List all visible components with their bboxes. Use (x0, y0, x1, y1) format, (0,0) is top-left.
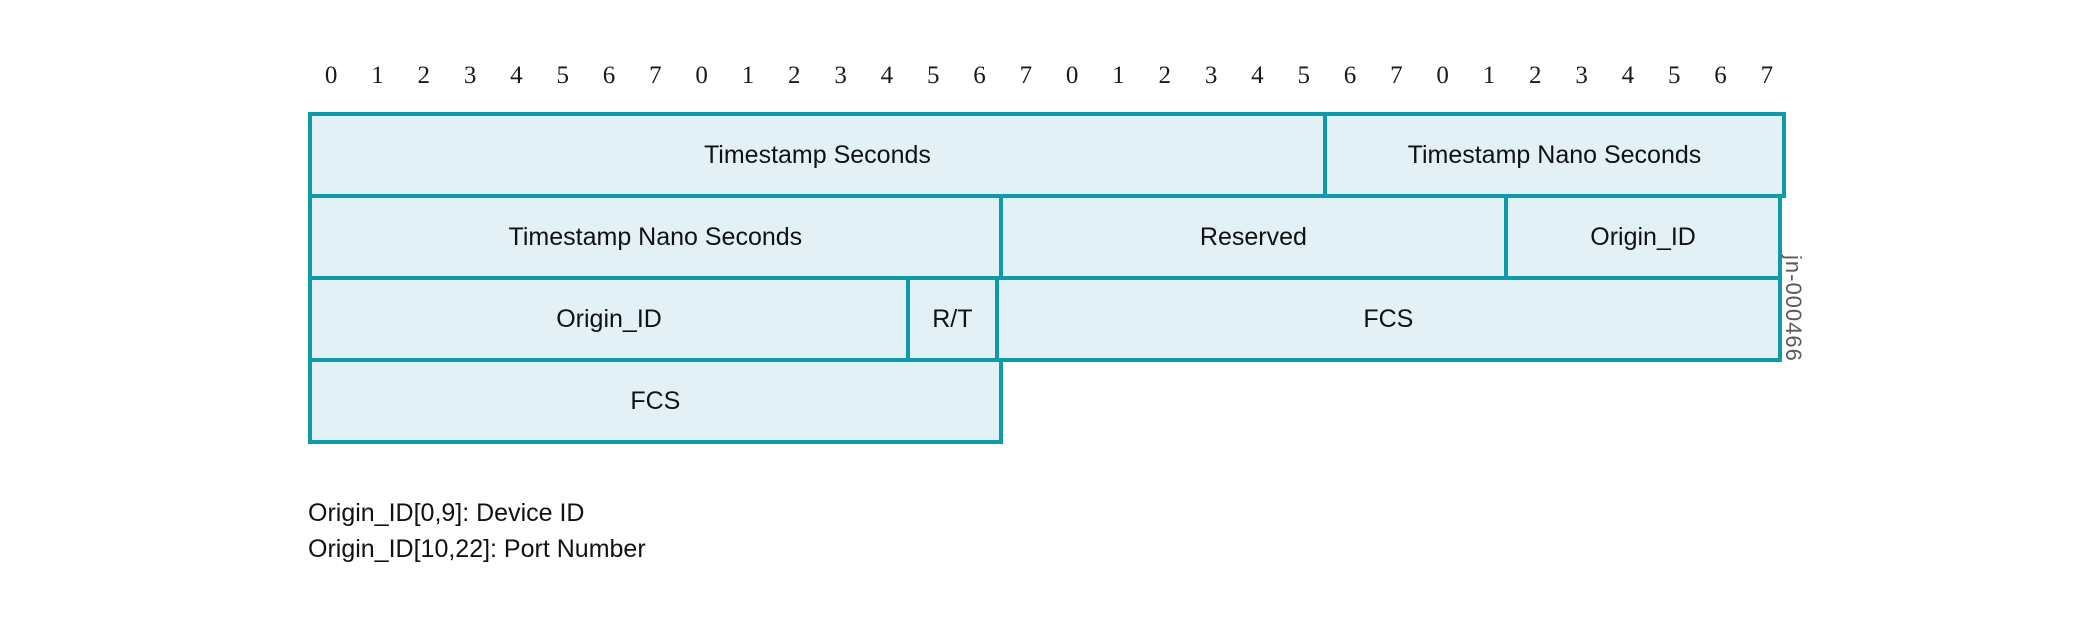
bit-tick-3: 3 (463, 62, 477, 89)
bit-tick-18: 2 (1158, 62, 1172, 89)
packet-field-fcs: FCS (308, 358, 1003, 444)
bit-tick-10: 2 (788, 62, 801, 89)
packet-field-timestamp-nano-seconds: Timestamp Nano Seconds (308, 194, 1003, 280)
packet-field-r-t: R/T (906, 276, 999, 362)
packet-field-spacer (999, 358, 1786, 444)
bit-tick-29: 5 (1667, 62, 1681, 89)
bit-tick-4: 4 (510, 62, 523, 89)
packet-field-timestamp-seconds: Timestamp Seconds (308, 112, 1327, 198)
bit-tick-7: 7 (649, 62, 662, 89)
bit-tick-31: 7 (1760, 62, 1774, 89)
bit-tick-19: 3 (1204, 62, 1218, 89)
bit-tick-2: 2 (417, 62, 431, 89)
caption-line-0: Origin_ID[0,9]: Device ID (308, 499, 585, 527)
bit-tick-0: 0 (324, 62, 338, 89)
bit-tick-13: 5 (926, 62, 940, 89)
bit-tick-14: 6 (973, 62, 986, 89)
packet-field-timestamp-nano-seconds: Timestamp Nano Seconds (1322, 112, 1786, 198)
bit-tick-15: 7 (1019, 62, 1033, 89)
bit-tick-25: 1 (1482, 62, 1496, 89)
bit-tick-20: 4 (1251, 62, 1264, 89)
bit-tick-11: 3 (834, 62, 847, 89)
bit-tick-12: 4 (880, 62, 894, 89)
row-4: FCS (308, 358, 1790, 444)
packet-field-reserved: Reserved (998, 194, 1509, 280)
bit-tick-17: 1 (1112, 62, 1125, 89)
bit-tick-24: 0 (1436, 62, 1449, 89)
bit-tick-6: 6 (602, 62, 616, 89)
bit-tick-5: 5 (556, 62, 569, 89)
bit-tick-26: 2 (1529, 62, 1542, 89)
bit-tick-30: 6 (1714, 62, 1727, 89)
caption-block: Origin_ID[0,9]: Device ID Origin_ID[10,22… (308, 495, 646, 567)
bit-tick-1: 1 (371, 62, 384, 89)
bit-tick-22: 6 (1343, 62, 1357, 89)
bit-tick-8: 0 (695, 62, 708, 89)
packet-field-origin-id: Origin_ID (1504, 194, 1782, 280)
bit-tick-23: 7 (1390, 62, 1403, 89)
bit-tick-28: 4 (1621, 62, 1635, 89)
bit-position-ruler: 0 1 2 3 4 5 6 7 0 1 2 3 4 5 6 7 0 1 2 3 4 5 6 7 0 1 2 3 4 5 6 7 (308, 58, 1790, 94)
caption-line-1: Origin_ID[10,22]: Port Number (308, 535, 646, 563)
bit-tick-21: 5 (1297, 62, 1310, 89)
packet-field-fcs: FCS (994, 276, 1782, 362)
packet-field-origin-id: Origin_ID (308, 276, 911, 362)
bit-tick-27: 3 (1575, 62, 1588, 89)
bit-tick-16: 0 (1065, 62, 1079, 89)
watermark-label: jn-000466 (1781, 255, 1806, 362)
bit-tick-9: 1 (741, 62, 755, 89)
